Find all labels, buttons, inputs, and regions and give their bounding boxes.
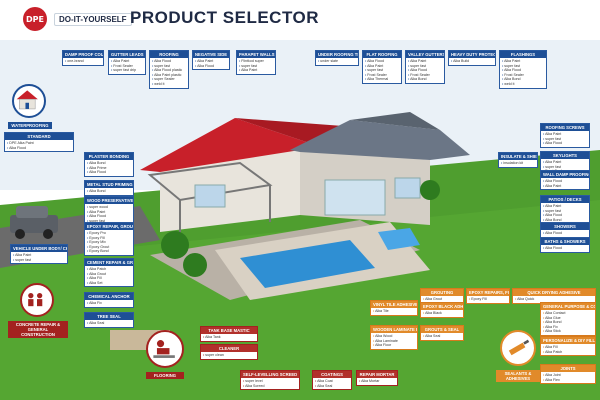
page-title: PRODUCT SELECTOR: [130, 8, 320, 27]
brand-logo-icon: DPE: [23, 7, 47, 31]
label-valley-gutters[interactable]: VALLEY GUTTERS Alka Paint super fast Alk…: [405, 50, 445, 84]
label-chemical-anchor[interactable]: CHEMICAL ANCHOR Alka Fix: [84, 292, 134, 308]
label-quick-drying-adhesive[interactable]: QUICK DRYING ADHESIVE Alka Quick: [512, 288, 596, 304]
flooring-badge[interactable]: [146, 330, 184, 368]
label-under-roofing-tiles[interactable]: UNDER ROOFING TILES under slate: [315, 50, 359, 66]
flooring-tag: FLOORING: [146, 372, 184, 379]
workers-icon: [28, 292, 43, 307]
label-insulate-shield[interactable]: INSULATE & SHIELD insulation kit: [498, 152, 538, 168]
flooring-worker-icon: [153, 340, 175, 358]
label-personalize-diy-filling[interactable]: PERSONALIZE & DIY FILLING Alka Fill Alka…: [540, 336, 596, 357]
label-showers[interactable]: SHOWERS Alka Flood: [540, 222, 590, 238]
label-tree-seal[interactable]: TREE SEAL Alka Seal: [84, 312, 134, 328]
label-cement-repair-grout[interactable]: CEMENT REPAIR & GROUT Alka Patch Alka Gr…: [84, 258, 134, 288]
waterproofing-badge[interactable]: [12, 84, 46, 118]
label-repair-mortar[interactable]: REPAIR MORTAR Alka Mortar: [356, 370, 398, 386]
label-metal-stud-priming[interactable]: METAL STUD PRIMING Alka Bond: [84, 180, 134, 196]
label-standard[interactable]: STANDARD DPE Alka Paint Alka Flood: [4, 132, 74, 153]
label-epoxy-repair-grout-adhesives[interactable]: EPOXY REPAIR, GROUT & ADHESIVES Epoxy Pr…: [84, 222, 134, 256]
caulk-gun-icon: [508, 339, 530, 356]
label-tank-base-mastic[interactable]: TANK BASE MASTIC Alka Tank: [200, 326, 258, 342]
concrete-repair-badge[interactable]: [20, 283, 54, 317]
label-wall-damp-proofing[interactable]: WALL DAMP PROOFING Alka Flood Alka Paint: [540, 170, 590, 191]
label-parapet-walls[interactable]: PARAPET WALLS Flintkod super super fast …: [236, 50, 276, 75]
header: DPE DO-IT-YOURSELF PRODUCT SELECTOR: [0, 0, 600, 40]
concrete-repair-tag: CONCRETE REPAIR & GENERAL CONSTRUCTION: [8, 321, 68, 338]
pool: [240, 240, 375, 288]
label-roofing-screws[interactable]: ROOFING SCREWS Alka Paint super fast Alk…: [540, 123, 590, 148]
sealants-tag: SEALANTS & ADHESIVES: [496, 370, 540, 382]
label-general-purpose-contact[interactable]: GENERAL PURPOSE & CONTACT Alka Contact A…: [540, 302, 596, 336]
label-heavy-duty-protection[interactable]: HEAVY DUTY PROTECTION Alka Build: [448, 50, 496, 66]
label-self-levelling-screed[interactable]: SELF-LEVELLING SCREED super level Alka S…: [240, 370, 300, 391]
svg-text:DPE: DPE: [26, 15, 44, 24]
grey-roof: [290, 120, 470, 160]
label-epoxy-black-adhesive[interactable]: EPOXY BLACK ADHESIVE Alka Black: [420, 302, 464, 318]
label-wood-preservative[interactable]: WOOD PRESERVATIVE super wood Alka Paint …: [84, 196, 134, 226]
label-patios-decks[interactable]: PATIOS / DECKS Alka Paint super fast Alk…: [540, 195, 590, 225]
label-epoxy-repairs-filler-grout[interactable]: EPOXY REPAIRS, FILLER & GROUT Epoxy Fill: [466, 288, 510, 304]
label-cleaner[interactable]: CLEANER super clean: [200, 344, 258, 360]
label-damp-proof-course[interactable]: DAMP PROOF COURSE one-brand: [62, 50, 104, 66]
label-flashings[interactable]: FLASHINGS Alka Paint super fast Alka Flo…: [499, 50, 547, 89]
label-vinyl-tile-adhesive[interactable]: VINYL TILE ADHESIVE Alka Tile: [370, 300, 418, 316]
label-vehicle-under-body[interactable]: VEHICLE UNDER BODY/ CHASSIS Alka Paint s…: [10, 244, 68, 265]
spa: [378, 228, 420, 250]
waterproofing-tag: WATERPROOFING: [8, 122, 52, 129]
red-roof: [140, 118, 330, 172]
car: [10, 206, 58, 239]
label-baths-showers[interactable]: BATHS & SHOWERS Alka Flood: [540, 237, 590, 253]
label-roofing[interactable]: ROOFING Alka Flood super fast Alka Flood…: [149, 50, 189, 89]
house-icon: [16, 90, 38, 110]
label-plaster-bonding[interactable]: PLASTER BONDING Alka Bond Alka Prime Alk…: [84, 152, 134, 177]
label-grouts-seal[interactable]: GROUTS & SEAL Alka Seal: [420, 325, 464, 341]
sealants-badge[interactable]: [500, 330, 536, 366]
label-joints[interactable]: JOINTS Alka Joint Alka Flex: [540, 364, 596, 385]
diy-badge: DO-IT-YOURSELF: [54, 13, 132, 26]
label-flat-roofing[interactable]: FLAT ROOFING Alka Flood Alka Paint super…: [362, 50, 402, 84]
label-gutter-leads[interactable]: GUTTER LEADS Alka Paint Frost Sealer sup…: [108, 50, 146, 75]
label-wooden-laminate-floors[interactable]: WOODEN LAMINATE FLOORS Alka Wood Alka La…: [370, 325, 418, 350]
label-coatings[interactable]: COATINGS Alka Coat Alka Seal: [312, 370, 352, 391]
label-negative-side[interactable]: NEGATIVE SIDE Alka Paint Alka Flood: [192, 50, 230, 71]
